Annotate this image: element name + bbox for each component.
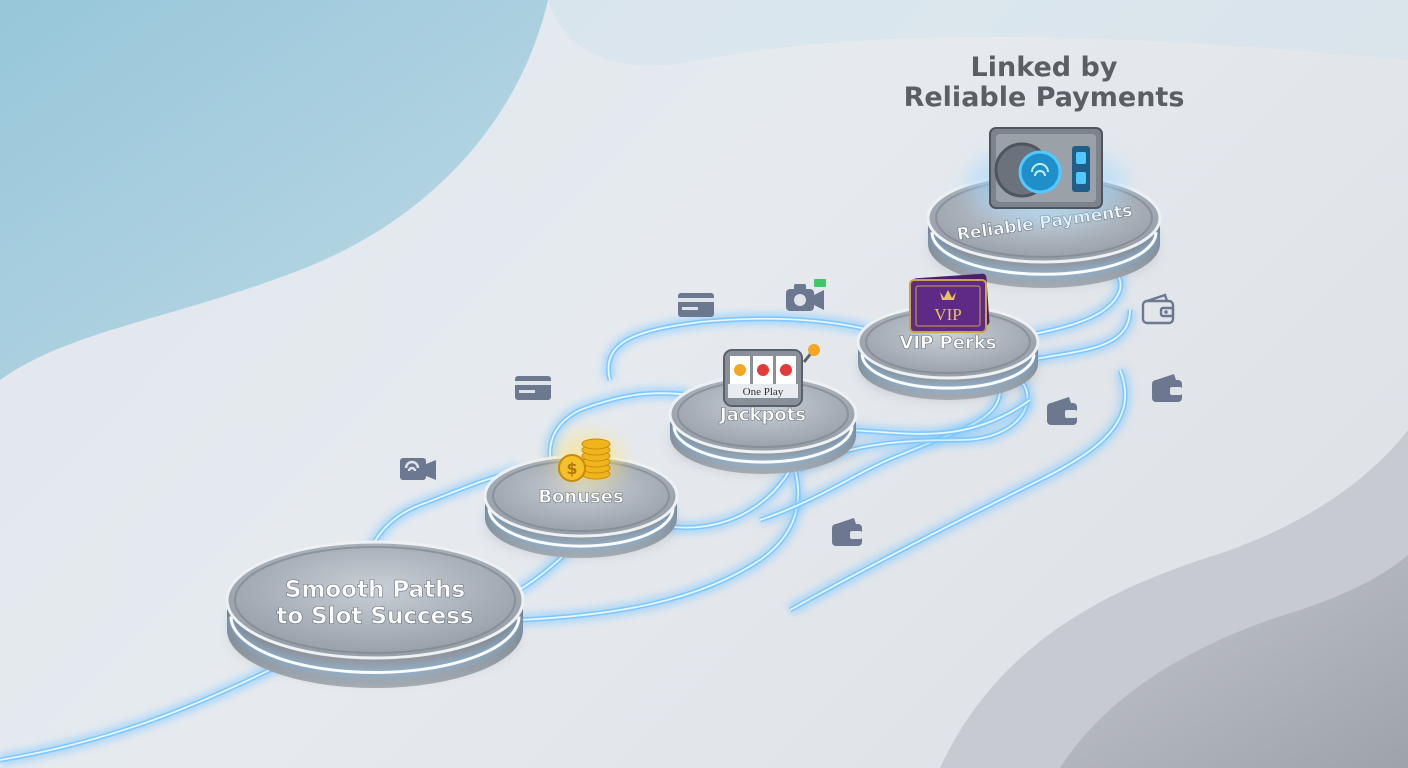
- platform-jackpots-label: Jackpots: [718, 404, 806, 425]
- glow-path-core: [607, 317, 871, 381]
- vault-icon: [966, 127, 1126, 224]
- glow-path-core: [1029, 309, 1131, 361]
- vip-card-text: VIP: [934, 305, 961, 324]
- camera-icon: [786, 279, 826, 311]
- wallet-icon: [1141, 293, 1175, 325]
- wallet-icon: [1152, 374, 1182, 402]
- headline-line-1: Linked by: [971, 52, 1118, 83]
- wallet-icon: [1047, 397, 1077, 425]
- platform-start-label: Smooth Paths: [285, 577, 465, 603]
- reel-label: One Play: [743, 386, 784, 398]
- background-dark-wave: [1060, 555, 1408, 768]
- coin-stack-icon: $: [554, 434, 622, 486]
- glow-path-halo: [0, 654, 293, 766]
- glow-path-core: [519, 454, 800, 621]
- platform-start-label: to Slot Success: [276, 603, 473, 629]
- vip-card-icon: VIP: [909, 273, 990, 333]
- slot-machine-icon: One Play: [723, 344, 820, 407]
- platform-bonuses: Bonuses: [483, 454, 679, 558]
- wallet-icon: [832, 518, 862, 546]
- platform-jackpots: Jackpots: [668, 374, 858, 474]
- glow-path-core: [789, 369, 1126, 611]
- card-icon: [678, 293, 714, 317]
- background-blue-wave: [0, 0, 548, 380]
- card-icon: [515, 376, 551, 400]
- contactless-icon: [400, 458, 436, 480]
- background-light-wave: [548, 0, 1408, 66]
- glow-path-core: [839, 399, 1031, 435]
- headline-line-2: Reliable Payments: [904, 82, 1185, 113]
- svg-text:$: $: [566, 459, 577, 478]
- platform-vip-label: VIP Perks: [899, 332, 996, 353]
- glow-path-core: [759, 389, 1001, 521]
- glow-path-core: [0, 659, 291, 761]
- platform-vip: VIP Perks: [856, 304, 1040, 400]
- platform-bonuses-label: Bonuses: [538, 486, 623, 507]
